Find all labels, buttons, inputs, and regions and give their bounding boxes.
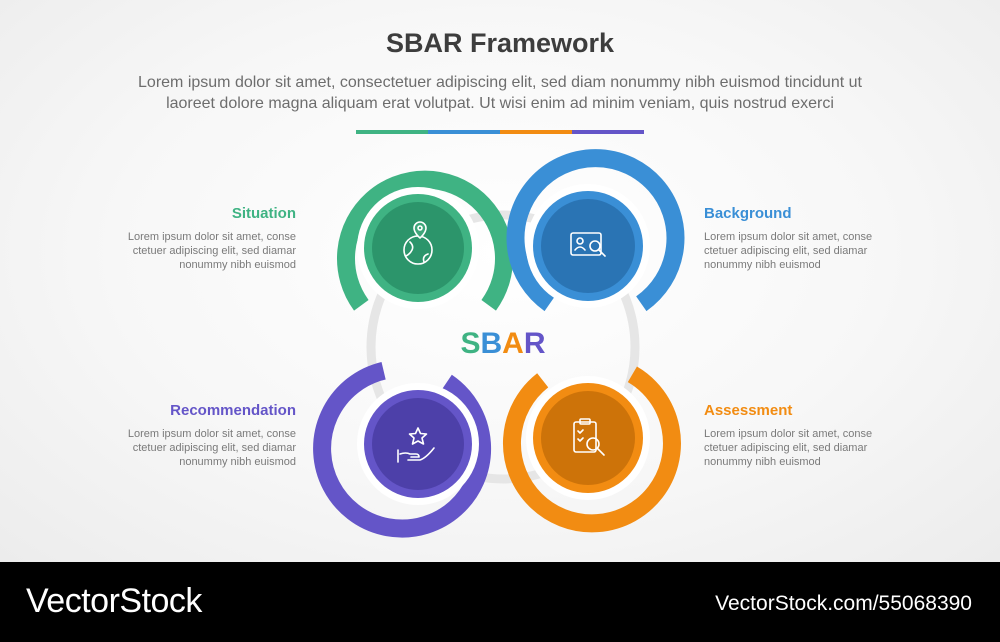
situation-title: Situation (231, 205, 296, 222)
situation-description: Lorem ipsum dolor sit amet, conse ctetue… (96, 230, 296, 272)
assessment-inner-circle (541, 391, 635, 485)
background-node (506, 149, 685, 312)
assessment-section: Assessment Lorem ipsum dolor sit amet, c… (704, 402, 904, 469)
subtitle-line: laoreet dolore magna aliquam erat volutp… (166, 95, 834, 112)
description-line: ctetuer adipiscing elit, sed diamar (132, 442, 296, 454)
situation-inner-circle (372, 202, 464, 294)
background-inner-circle (541, 199, 635, 293)
center-letter-s: S (460, 327, 480, 360)
description-line: ctetuer adipiscing elit, sed diamar (704, 245, 868, 257)
infographic-canvas: SBAR Framework Lorem ipsum dolor sit ame… (0, 0, 1000, 562)
underline-segment-orange (500, 130, 572, 134)
background-description: Lorem ipsum dolor sit amet, conse ctetue… (704, 230, 904, 272)
description-line: ctetuer adipiscing elit, sed diamar (132, 245, 296, 257)
brand-logo: VectorStock (26, 582, 202, 620)
image-id: VectorStock.com/55068390 (715, 592, 972, 615)
assessment-title: Assessment (704, 402, 793, 419)
description-line: Lorem ipsum dolor sit amet, conse (127, 231, 296, 243)
profile-search-icon (570, 232, 606, 257)
connector-ring (366, 210, 640, 484)
background-outer-arc (506, 149, 685, 312)
background-title: Background (704, 205, 792, 222)
recommendation-section: Recommendation Lorem ipsum dolor sit ame… (96, 402, 296, 469)
underline-segment-blue (428, 130, 500, 134)
page-title: SBAR Framework (385, 28, 615, 58)
recommendation-node (313, 361, 492, 538)
description-line: nonummy nibh euismod (704, 456, 821, 468)
watermark-footer: VectorStock VectorStock.com/55068390 (0, 562, 1000, 642)
description-line: nonummy nibh euismod (179, 259, 296, 271)
hand-star-icon (397, 427, 435, 463)
description-line: nonummy nibh euismod (179, 456, 296, 468)
description-line: Lorem ipsum dolor sit amet, conse (704, 231, 873, 243)
background-section: Background Lorem ipsum dolor sit amet, c… (704, 205, 904, 272)
situation-outer-arc (337, 170, 513, 311)
recommendation-description: Lorem ipsum dolor sit amet, conse ctetue… (96, 427, 296, 469)
center-letter-a: A (502, 327, 524, 360)
globe-location-icon (403, 221, 433, 265)
clipboard-search-icon (573, 418, 605, 456)
description-line: Lorem ipsum dolor sit amet, conse (704, 428, 873, 440)
underline-segment-green (356, 130, 428, 134)
recommendation-outer-arc (313, 361, 492, 538)
situation-section: Situation Lorem ipsum dolor sit amet, co… (96, 205, 296, 272)
description-line: nonummy nibh euismod (704, 259, 821, 271)
description-line: ctetuer adipiscing elit, sed diamar (704, 442, 868, 454)
sbar-diagram: SBAR (313, 149, 685, 538)
sbar-center-label: SBAR (460, 327, 545, 360)
recommendation-title: Recommendation (170, 402, 296, 419)
subtitle: Lorem ipsum dolor sit amet, consectetuer… (60, 72, 940, 114)
description-line: Lorem ipsum dolor sit amet, conse (127, 428, 296, 440)
situation-node (337, 170, 513, 311)
assessment-outer-arc (502, 366, 681, 533)
recommendation-inner-circle (372, 398, 464, 490)
underline-segment-purple (572, 130, 644, 134)
center-letter-r: R (524, 327, 546, 360)
subtitle-line: Lorem ipsum dolor sit amet, consectetuer… (138, 74, 862, 91)
center-letter-b: B (481, 327, 503, 360)
assessment-description: Lorem ipsum dolor sit amet, conse ctetue… (704, 427, 904, 469)
assessment-node (502, 366, 681, 533)
